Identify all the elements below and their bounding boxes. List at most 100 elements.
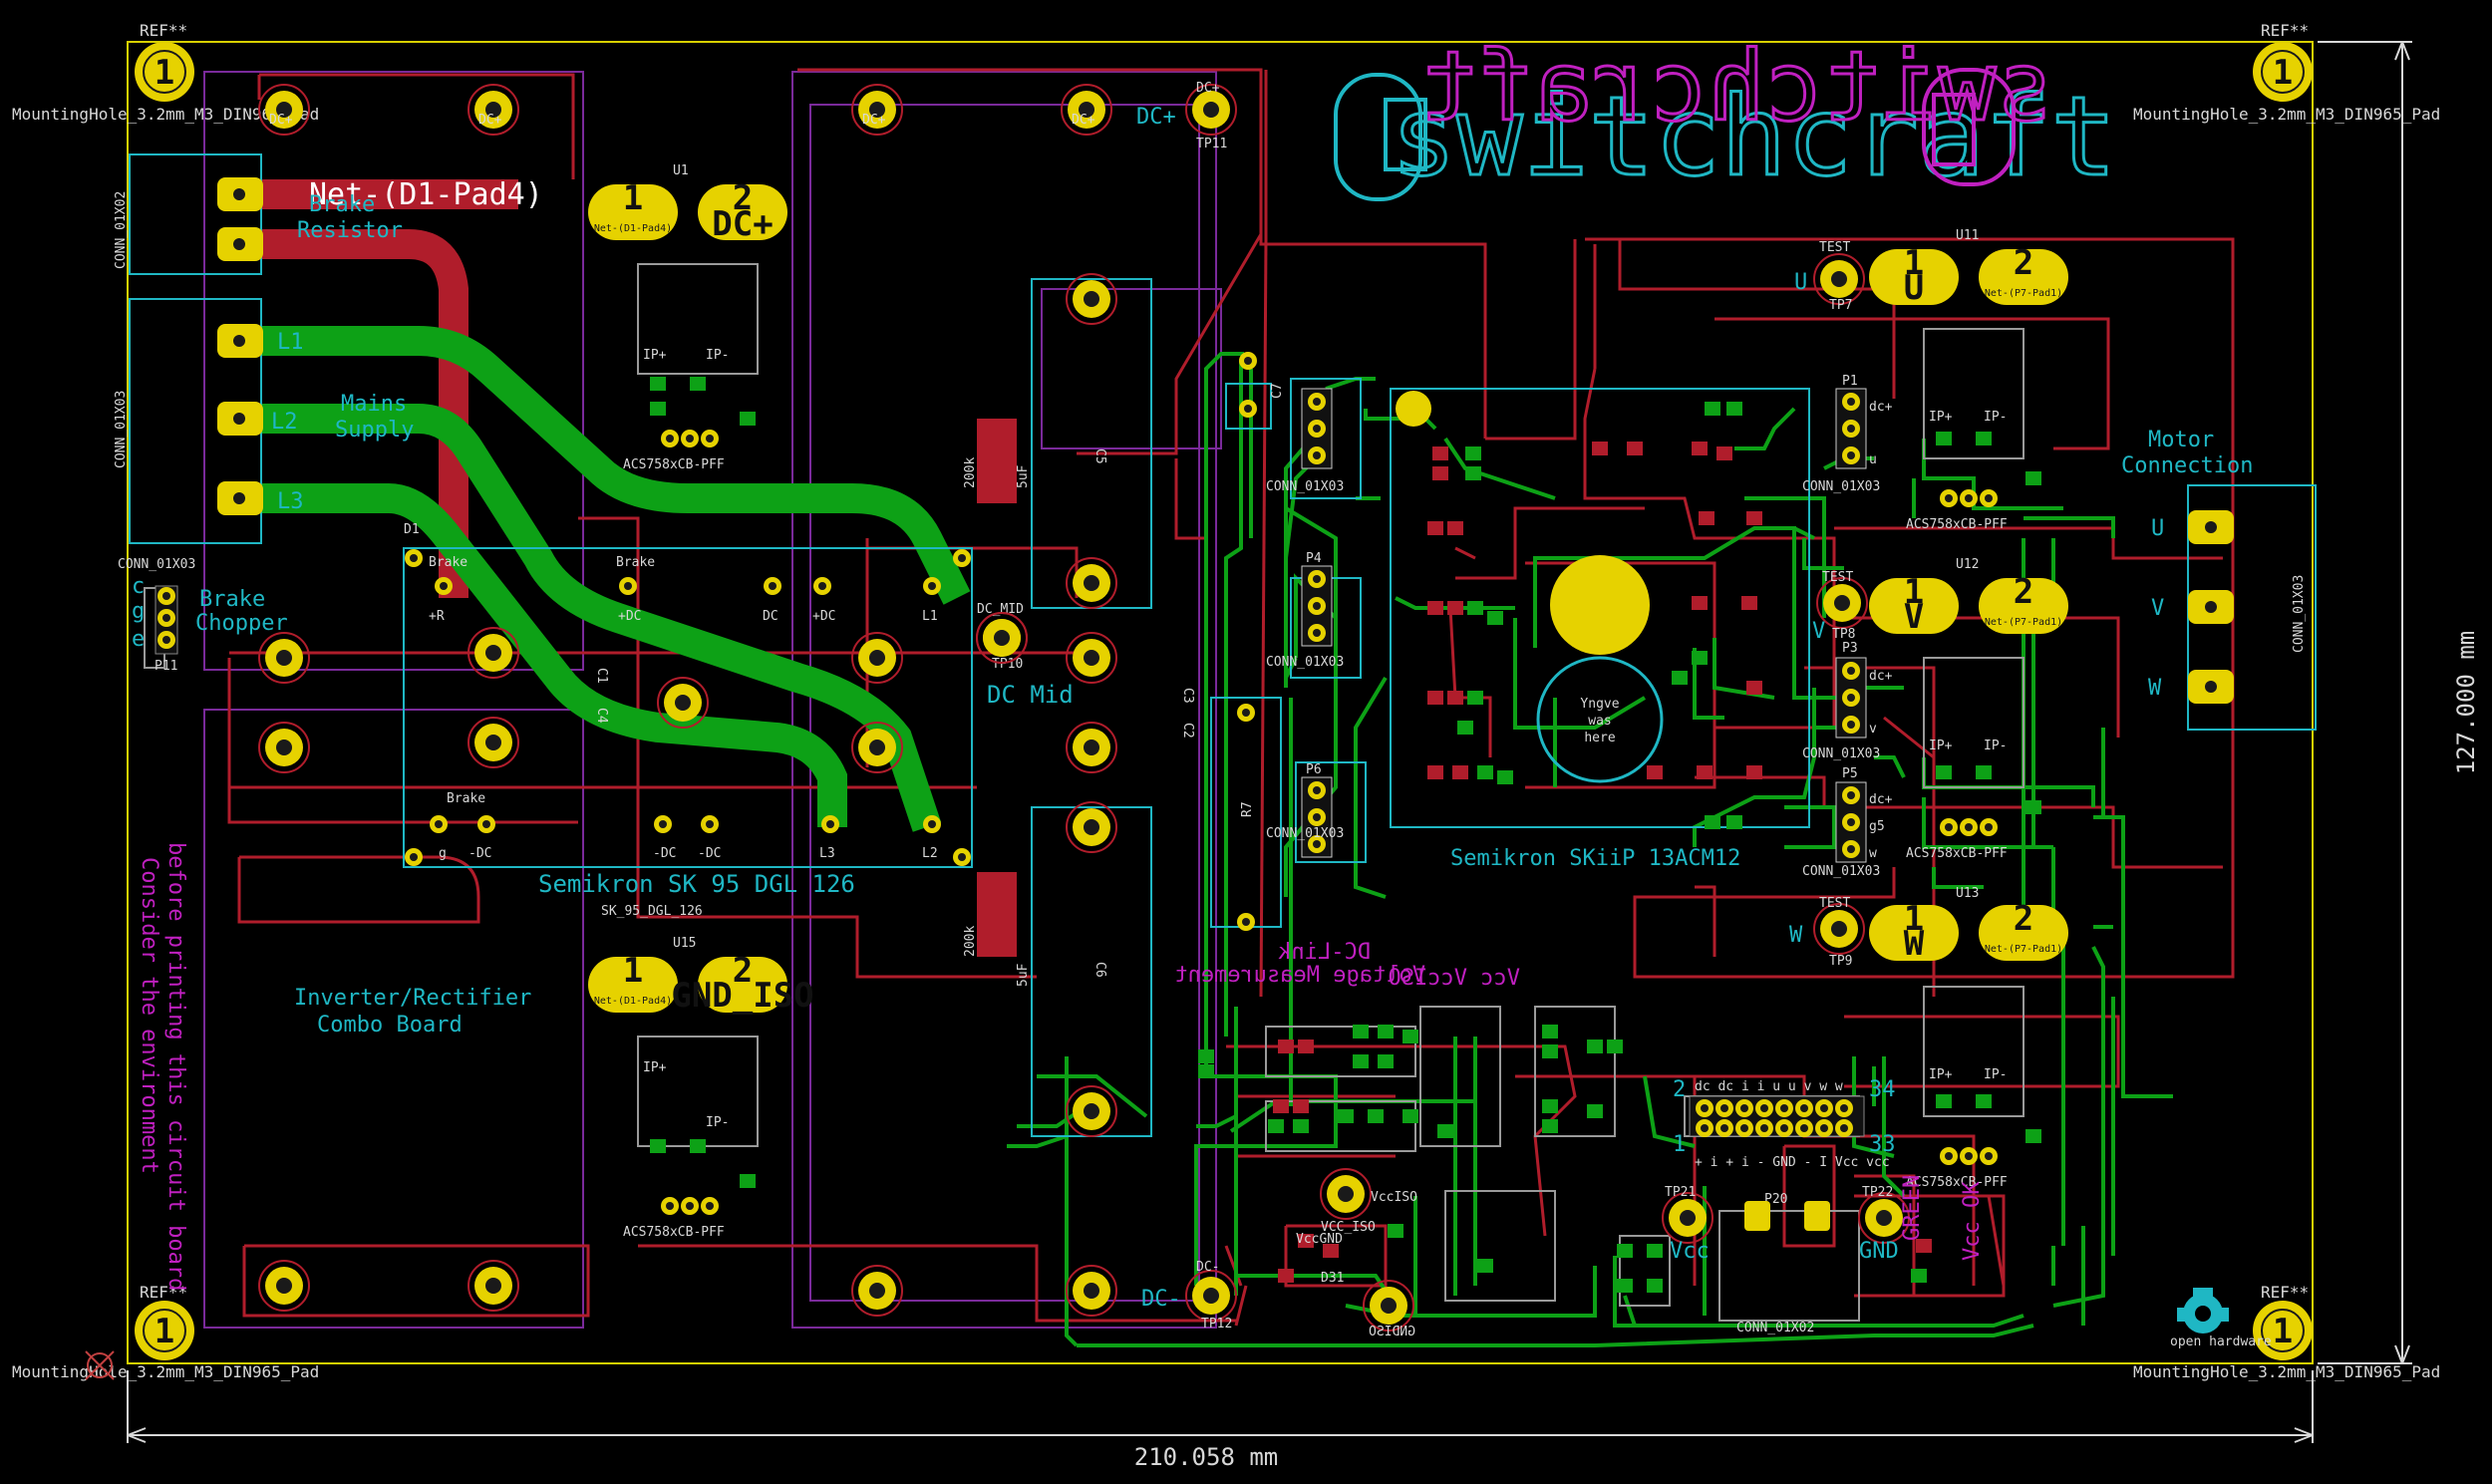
header-2: 2 [1673, 1077, 1686, 1102]
p3-label: P3 [1842, 641, 1858, 656]
dc-mid-label: DC Mid [987, 681, 1074, 709]
l1-label: L1 [277, 330, 304, 355]
d31-label: D31 [1321, 1271, 1344, 1286]
svg-text:2: 2 [733, 178, 753, 218]
yngve-circle [1536, 656, 1664, 783]
u13-ip-plus: IP+ [1929, 1067, 1953, 1082]
svg-text:switchcraft: switchcraft [1419, 31, 2053, 143]
skiip-connector-p5[interactable] [1835, 781, 1867, 863]
plus-dc-label: +DC [618, 609, 641, 624]
dc-mid-ref: DC_MID [977, 602, 1024, 617]
skiip-pad-small[interactable] [1396, 391, 1431, 427]
switchcraft-logo: switchcraft switchcraft [1334, 30, 2118, 202]
l1-small-label: L1 [922, 609, 938, 624]
conn-p6: CONN_01X03 [1266, 826, 1344, 841]
u15-label: U15 [673, 936, 696, 951]
brake-chopper-header[interactable] [155, 585, 178, 655]
conn-a-label: CONN_01X02 [114, 191, 129, 269]
l2-label: L2 [271, 410, 298, 435]
skiip-connector-p1[interactable] [1835, 388, 1867, 469]
motor-conn-label: CONN_01X03 [2292, 575, 2307, 653]
yngve-2: was [1588, 714, 1611, 729]
svg-text:1: 1 [623, 178, 643, 218]
motor-w: W [2148, 676, 2162, 701]
u1-current-sensor[interactable]: 1 2 Net-(D1-Pad4) DC+ [588, 178, 787, 447]
u11-label: U11 [1956, 228, 1979, 243]
skiip-big-pad[interactable] [1550, 555, 1650, 655]
test-v: TEST [1822, 570, 1853, 585]
header-bottom-labels: + i + i - GND - I Vcc vcc [1695, 1155, 1890, 1170]
conn-p3: CONN_01X03 [1802, 746, 1880, 761]
conn-c-label: CONN_01X03 [118, 557, 195, 572]
tp7-label: TP7 [1829, 298, 1852, 313]
cap-val-1: 5uF [1016, 464, 1031, 488]
dimension-width-label: 210.058 mm [1134, 1443, 1279, 1471]
dimension-height [2318, 41, 2412, 1364]
back-copper-traces [239, 326, 2173, 1347]
minus-dc-label-2: -DC [653, 846, 676, 861]
r3-val: 200k [963, 457, 978, 488]
p3-dc-plus: dc+ [1869, 669, 1893, 684]
svg-text:1: 1 [2273, 53, 2293, 93]
cge-g: g [132, 599, 145, 624]
u12-current-sensor[interactable]: 1 2 V Net-(P7-Pad1) [1869, 572, 2068, 836]
logic-header[interactable] [1689, 1095, 1865, 1137]
u13-ip-minus: IP- [1984, 1067, 2007, 1082]
ref-tr: REF** [2261, 21, 2309, 40]
skiip-connector-p2[interactable] [1301, 388, 1333, 469]
brake-chopper-label-1: Brake [199, 587, 265, 612]
mounting-hole-bl: 1 [134, 1300, 195, 1361]
header-33: 33 [1869, 1132, 1896, 1157]
tp11-label: TP11 [1196, 137, 1227, 151]
dc-plus-pad-label-2: DC+ [478, 113, 502, 128]
r9-resistor[interactable] [977, 872, 1017, 957]
svg-text:Net-(D1-Pad4): Net-(D1-Pad4) [594, 996, 672, 1007]
mounting-hole-tr: 1 [2252, 41, 2314, 103]
u13-current-sensor[interactable]: 1 2 W Net-(P7-Pad1) [1869, 899, 2068, 1165]
motor-label-2: Connection [2121, 453, 2253, 478]
svg-text:Net-(P7-Pad1): Net-(P7-Pad1) [1985, 288, 2062, 299]
skiip-connector-p6[interactable] [1301, 776, 1333, 858]
svg-text:2: 2 [2014, 243, 2033, 283]
u15-current-sensor[interactable]: 1 2 Net-(D1-Pad4) GND_ISO [588, 951, 814, 1215]
mounting-hole-tl: 1 [134, 41, 195, 103]
svg-text:Net-(D1-Pad4): Net-(D1-Pad4) [594, 223, 672, 234]
brake-resistor-connector[interactable] [217, 177, 263, 261]
dc-mid-pad[interactable] [976, 612, 1028, 664]
vcc-iso-label: VCC_ISO [1321, 1220, 1376, 1235]
svg-text:U: U [1904, 268, 1924, 308]
p5-label: P5 [1842, 766, 1858, 781]
p20-connector[interactable] [1744, 1201, 1830, 1231]
u11-current-sensor[interactable]: 1 2 U Net-(P7-Pad1) [1869, 243, 2068, 507]
tp10-label: TP10 [992, 657, 1023, 672]
u15-ip-minus: IP- [706, 1115, 729, 1130]
motor-connector[interactable] [2188, 510, 2234, 704]
header-1: 1 [1673, 1132, 1686, 1157]
brake-chopper-label-2: Chopper [195, 611, 288, 636]
r3-resistor[interactable] [977, 419, 1017, 503]
svg-text:GND_ISO: GND_ISO [671, 976, 813, 1016]
vcc-ok-label: Vcc OK [1960, 1181, 1985, 1261]
c2-label: C2 [1180, 723, 1195, 739]
c3-label: C3 [1180, 688, 1195, 704]
header-top-labels: dc dc i i u u v w w [1695, 1079, 1843, 1094]
svg-text:DC+: DC+ [712, 204, 773, 244]
mounting-label-br: MountingHole_3.2mm_M3_DIN965_Pad [2133, 1362, 2440, 1381]
ref-br: REF** [2261, 1283, 2309, 1302]
l3-small-label: L3 [819, 846, 835, 861]
skiip-connector-p3[interactable] [1835, 657, 1867, 739]
power-pads-left[interactable] [258, 84, 709, 1312]
consider-env-1: Consider the environment [137, 857, 161, 1174]
mounting-label-tr: MountingHole_3.2mm_M3_DIN965_Pad [2133, 105, 2440, 124]
sk-ref-label: SK_95_DGL_126 [601, 904, 703, 919]
mains-connector[interactable] [217, 324, 263, 515]
c7-label: C7 [1270, 383, 1285, 399]
cge-e: e [132, 627, 145, 652]
tp22-label: TP22 [1862, 1185, 1893, 1200]
skiip-label: Semikron SKiiP 13ACM12 [1450, 846, 1740, 871]
green-label: GREEN [1900, 1175, 1925, 1241]
p1-u: u [1869, 452, 1877, 467]
w-label: W [1789, 923, 1803, 948]
skiip-connector-p4[interactable] [1301, 565, 1333, 647]
